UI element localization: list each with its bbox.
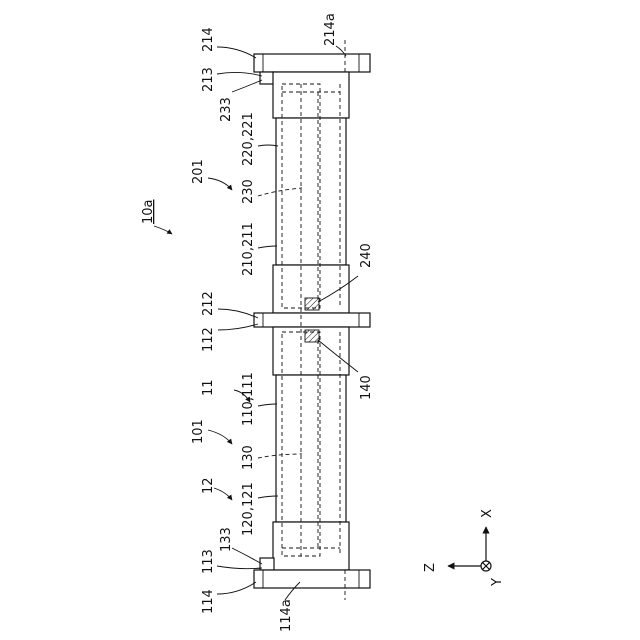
tube-assembly [254, 40, 370, 600]
label-101: 101 [191, 419, 206, 444]
label-201: 201 [191, 159, 206, 184]
label-130: 130 [241, 445, 256, 470]
axis-label-z: Z [423, 563, 438, 572]
label-114a: 114a [279, 599, 294, 632]
label-233: 233 [219, 97, 234, 122]
label-214: 214 [201, 27, 216, 52]
label-114: 114 [201, 589, 216, 614]
top-end-flange [254, 54, 370, 72]
label-133: 133 [219, 527, 234, 552]
coordinate-axes [448, 527, 491, 571]
label-120-121: 120,121 [241, 482, 256, 536]
label-214a-top: 214a [323, 13, 338, 46]
label-10a: 10a [141, 199, 156, 224]
label-140: 140 [359, 375, 374, 400]
top-outer-segment [273, 72, 349, 118]
seal-part-240 [305, 298, 319, 310]
label-11: 11 [201, 379, 216, 396]
label-213: 213 [201, 67, 216, 92]
label-12: 12 [201, 477, 216, 494]
seal-part-140 [305, 330, 319, 342]
axis-label-x: X [480, 509, 495, 518]
label-113: 113 [201, 549, 216, 574]
upper-tube [276, 118, 346, 265]
label-112: 112 [201, 327, 216, 352]
bottom-end-flange [254, 570, 370, 588]
lower-tube [276, 375, 346, 522]
label-212: 212 [201, 291, 216, 316]
axis-label-y: Y [490, 578, 505, 587]
label-220-221: 220,221 [241, 112, 256, 166]
middle-flange [254, 313, 370, 327]
label-240: 240 [359, 243, 374, 268]
top-small-step [260, 72, 274, 84]
bottom-small-step [260, 558, 274, 570]
label-210-211: 210,211 [241, 222, 256, 276]
bottom-outer-segment [273, 522, 349, 570]
label-230: 230 [241, 179, 256, 204]
label-110-111: 110,111 [241, 372, 256, 426]
